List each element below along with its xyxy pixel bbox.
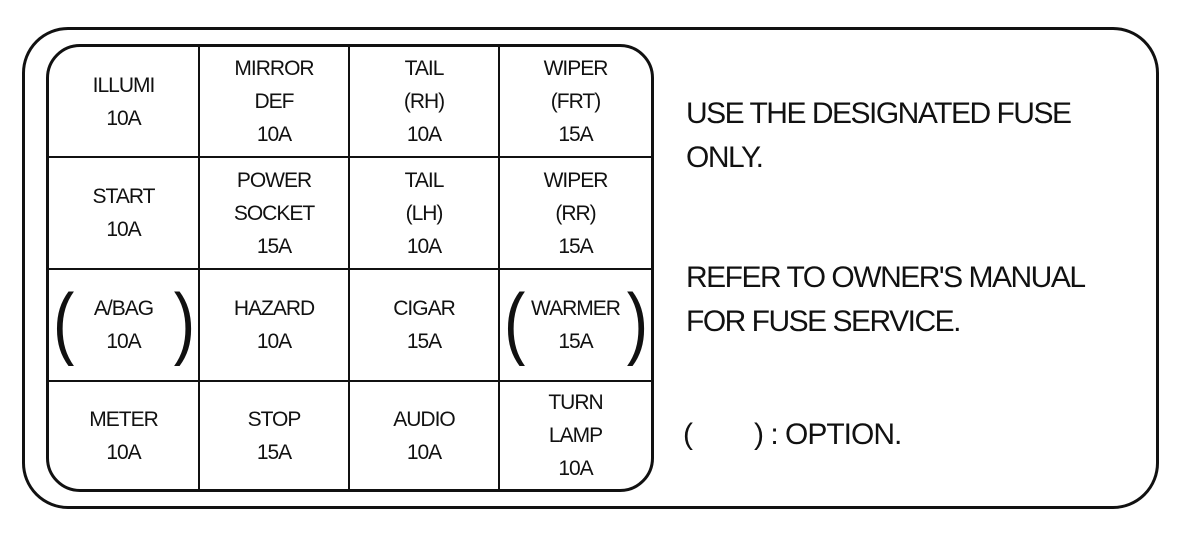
fuse-cell-line: LAMP bbox=[548, 424, 603, 447]
note-line: ONLY. bbox=[686, 141, 764, 174]
fuse-cell-line: START bbox=[92, 185, 156, 208]
fuse-cell-line: HAZARD bbox=[233, 297, 315, 320]
fuse-cell-line: WIPER bbox=[543, 57, 609, 80]
note-line: REFER TO OWNER'S MANUAL bbox=[686, 261, 1086, 294]
fuse-cell-line: MIRROR bbox=[234, 57, 314, 80]
option-bracket: ( bbox=[504, 276, 525, 367]
fuse-cell-line: ILLUMI bbox=[92, 73, 156, 97]
designated-fuse-note: USE THE DESIGNATED FUSE ONLY. bbox=[686, 92, 1072, 180]
fuse-cell: POWER SOCKET 15A bbox=[200, 158, 348, 268]
fuse-cell-line: 15A bbox=[558, 330, 593, 353]
fuse-label-panel bbox=[22, 27, 1159, 509]
note-line: USE THE DESIGNATED FUSE bbox=[686, 97, 1072, 130]
fuse-cell-line: SOCKET bbox=[233, 201, 315, 225]
option-bracket: ) bbox=[626, 276, 648, 367]
option-paren-open: ( bbox=[683, 418, 693, 451]
fuse-cell: TAIL (RH) 10A bbox=[350, 47, 498, 156]
fuse-cell-line: METER bbox=[89, 407, 158, 431]
fuse-cell: AUDIO 10A bbox=[350, 382, 498, 489]
fuse-cell-line: 10A bbox=[558, 457, 593, 480]
fuse-cell: MIRROR DEF 10A bbox=[200, 47, 348, 156]
option-legend: () : OPTION. bbox=[683, 418, 902, 452]
fuse-cell: TURN LAMP 10A bbox=[500, 382, 651, 489]
fuse-cell-line: DEF bbox=[254, 90, 295, 113]
fuse-cell-line: TAIL bbox=[404, 168, 445, 192]
fuse-cell: CIGAR 15A bbox=[350, 270, 498, 380]
fuse-cell-line: 10A bbox=[106, 440, 141, 464]
fuse-cell-line: TAIL bbox=[404, 57, 445, 80]
fuse-cell-line: 10A bbox=[406, 123, 442, 146]
option-bracket: ( bbox=[53, 276, 74, 367]
fuse-cell-line: WARMER bbox=[531, 297, 621, 320]
fuse-cell: STOP 15A bbox=[200, 382, 348, 489]
fuse-cell-line: 15A bbox=[256, 440, 292, 464]
fuse-cell: HAZARD 10A bbox=[200, 270, 348, 380]
option-text: : OPTION. bbox=[770, 418, 902, 451]
fuse-cell-line: 15A bbox=[256, 234, 292, 258]
grid-divider bbox=[49, 268, 651, 270]
fuse-cell: WIPER (FRT) 15A bbox=[500, 47, 651, 156]
fuse-cell-line: 15A bbox=[558, 123, 593, 146]
grid-divider bbox=[49, 156, 651, 158]
option-paren-close: ) bbox=[754, 418, 764, 451]
fuse-cell-line: 10A bbox=[406, 440, 442, 464]
fuse-cell-line: 15A bbox=[558, 234, 593, 258]
fuse-cell-line: 15A bbox=[406, 330, 442, 353]
fuse-cell-line: CIGAR bbox=[393, 297, 456, 320]
fuse-cell-line: 10A bbox=[106, 330, 141, 353]
fuse-cell: TAIL (LH) 10A bbox=[350, 158, 498, 268]
fuse-cell-line: STOP bbox=[247, 407, 302, 431]
fuse-cell-line: (FRT) bbox=[550, 90, 601, 113]
fuse-cell-line: (RR) bbox=[555, 201, 596, 225]
owners-manual-note: REFER TO OWNER'S MANUAL FOR FUSE SERVICE… bbox=[686, 256, 1086, 344]
fuse-cell-line: (LH) bbox=[405, 201, 444, 225]
fuse-cell: WARMER 15A () bbox=[500, 270, 651, 380]
fuse-grid: ILLUMI 10A MIRROR DEF 10A TAIL (RH) 10A WIPER (FR… bbox=[46, 44, 654, 492]
fuse-cell-line: 10A bbox=[406, 234, 442, 258]
fuse-cell: A/BAG 10A () bbox=[49, 270, 198, 380]
fuse-cell-line: A/BAG bbox=[93, 297, 154, 320]
fuse-cell-line: WIPER bbox=[543, 168, 609, 192]
fuse-cell-line: POWER bbox=[236, 168, 312, 192]
fuse-cell-line: 10A bbox=[256, 123, 292, 146]
fuse-cell: START 10A bbox=[49, 158, 198, 268]
fuse-cell: WIPER (RR) 15A bbox=[500, 158, 651, 268]
fuse-cell-line: TURN bbox=[548, 391, 603, 414]
fuse-cell-line: AUDIO bbox=[393, 407, 456, 431]
fuse-cell-line: (RH) bbox=[403, 90, 445, 113]
fuse-cell: METER 10A bbox=[49, 382, 198, 489]
fuse-cell-line: 10A bbox=[106, 106, 141, 130]
note-line: FOR FUSE SERVICE. bbox=[686, 305, 962, 338]
grid-divider bbox=[49, 380, 651, 382]
fuse-cell: ILLUMI 10A bbox=[49, 47, 198, 156]
option-bracket: ) bbox=[173, 276, 195, 367]
fuse-cell-line: 10A bbox=[256, 330, 292, 353]
fuse-cell-line: 10A bbox=[106, 218, 141, 241]
